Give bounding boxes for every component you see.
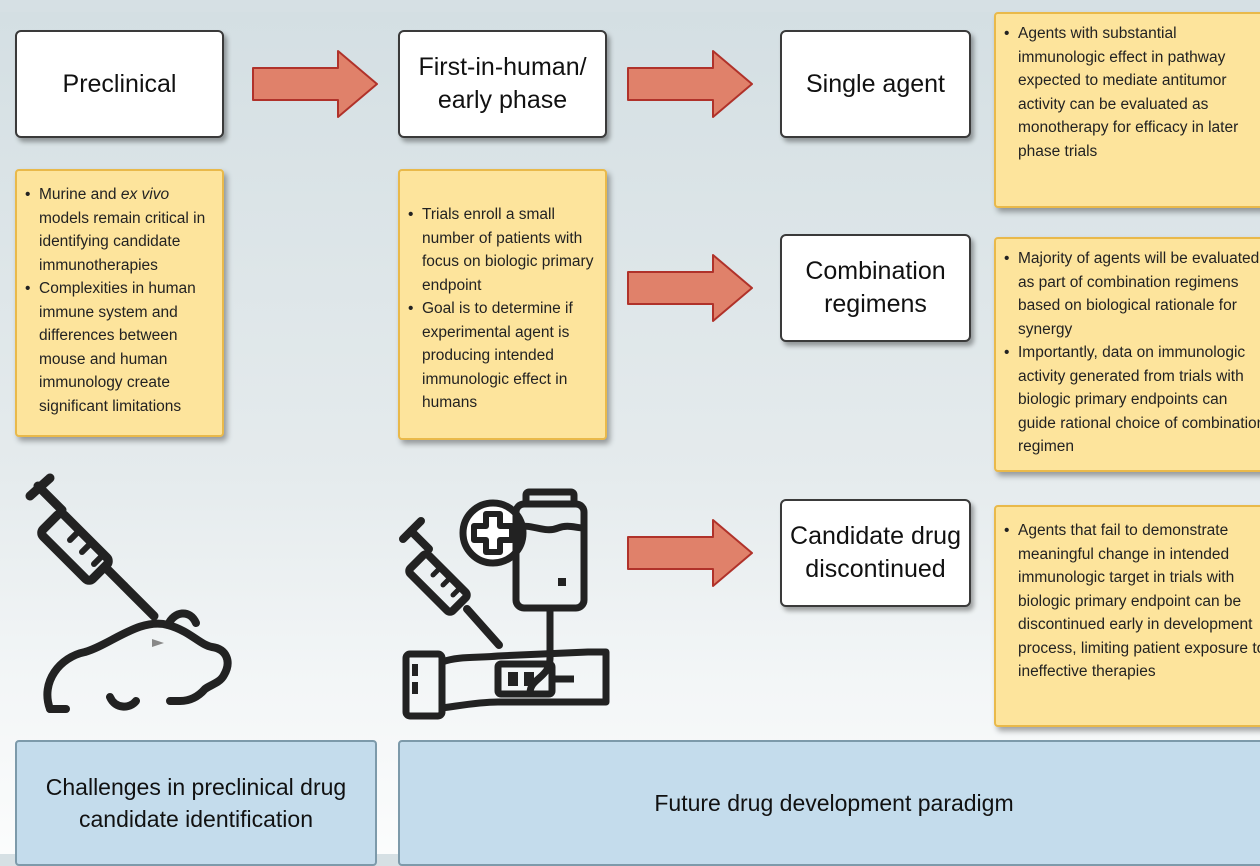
medical-cross-icon <box>459 499 527 567</box>
stage-label-single-agent: Single agent <box>805 69 945 98</box>
footer-left: Challenges in preclinical drug candidate… <box>15 740 377 866</box>
syringe-icon <box>25 473 159 620</box>
mouse-icon <box>43 609 232 713</box>
stage-label-discontinued: Candidate drug discontinued <box>790 522 961 583</box>
stage-box-discontinued: Candidate drug discontinued <box>780 499 971 607</box>
arrow-preclinical-to-early <box>252 50 378 118</box>
footer-left-label: Challenges in preclinical drug candidate… <box>45 774 347 832</box>
note-preclinical-item: Complexities in human immune system and … <box>23 277 216 418</box>
stage-box-combination: Combination regimens <box>780 234 971 342</box>
footer-right: Future drug development paradigm <box>398 740 1260 866</box>
stage-box-first-in-human: First-in-human/ early phase <box>398 30 607 138</box>
syringe-icon <box>399 517 503 649</box>
stage-label-first-in-human: First-in-human/ early phase <box>418 53 587 114</box>
note-single-agent: Agents with substantial immunologic effe… <box>994 12 1260 208</box>
arrow-early-to-discontinued <box>627 519 753 587</box>
note-discontinued: Agents that fail to demonstrate meaningf… <box>994 505 1260 727</box>
stage-label-combination: Combination regimens <box>805 257 946 318</box>
arrow-early-to-combination <box>627 254 753 322</box>
arm-icon <box>402 648 610 720</box>
note-preclinical-item: Murine and ex vivo models remain critica… <box>23 183 216 277</box>
footer-right-label: Future drug development paradigm <box>654 790 1014 816</box>
note-discontinued-item: Agents that fail to demonstrate meaningf… <box>1002 519 1260 684</box>
note-combination-item: Majority of agents will be evaluated as … <box>1002 247 1260 341</box>
note-preclinical: Murine and ex vivo models remain critica… <box>15 169 224 437</box>
note-combination: Majority of agents will be evaluated as … <box>994 237 1260 472</box>
stage-box-single-agent: Single agent <box>780 30 971 138</box>
note-early-phase-item: Goal is to determine if experimental age… <box>406 297 599 415</box>
stage-box-preclinical: Preclinical <box>15 30 224 138</box>
note-single-agent-item: Agents with substantial immunologic effe… <box>1002 22 1260 163</box>
note-early-phase-item: Trials enroll a small number of patients… <box>406 203 599 297</box>
stage-label-preclinical: Preclinical <box>62 69 177 98</box>
note-early-phase: Trials enroll a small number of patients… <box>398 169 607 440</box>
diagram-canvas: Preclinical First-in-human/ early phase … <box>0 12 1260 866</box>
arrow-early-to-single <box>627 50 753 118</box>
note-combination-item: Importantly, data on immunologic activit… <box>1002 341 1260 459</box>
